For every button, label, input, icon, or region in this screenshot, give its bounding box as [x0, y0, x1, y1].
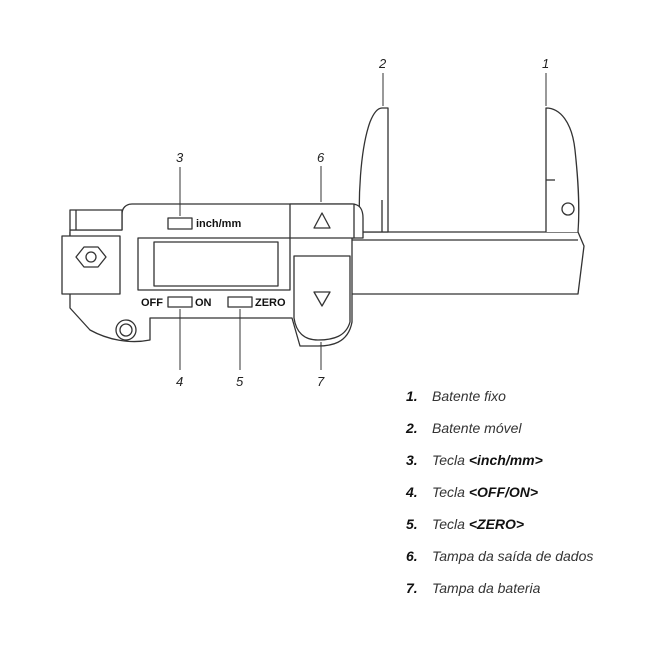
legend-item: 7. Tampa da bateria — [406, 576, 593, 608]
legend-item: 5. Tecla <ZERO> — [406, 512, 593, 544]
legend-number: 1. — [406, 388, 418, 404]
callout-7: 7 — [317, 374, 325, 389]
legend-key: <inch/mm> — [468, 452, 543, 468]
callout-3: 3 — [176, 150, 184, 165]
legend-key: <ZERO> — [468, 516, 525, 532]
on-label: ON — [195, 297, 212, 309]
inch-mm-label: inch/mm — [196, 218, 241, 230]
callout-2: 2 — [378, 56, 387, 71]
parts-legend: 1. Batente fixo 2. Batente móvel 3. Tecla <… — [406, 384, 593, 608]
zero-label: ZERO — [255, 297, 286, 309]
legend-text: Tampa da bateria — [432, 580, 541, 596]
legend-number: 7. — [406, 580, 418, 596]
movable-jaw — [358, 107, 389, 233]
legend-item: 4. Tecla <OFF/ON> — [406, 480, 593, 512]
legend-key: <OFF/ON> — [468, 484, 539, 500]
legend-text: Batente móvel — [432, 420, 522, 436]
callout-6: 6 — [317, 150, 325, 165]
legend-number: 6. — [406, 548, 418, 564]
legend-number: 2. — [406, 420, 418, 436]
legend-text: Tecla — [432, 452, 469, 468]
callout-5: 5 — [236, 374, 244, 389]
inch-mm-button[interactable] — [167, 217, 193, 230]
thumb-wheel-inner — [119, 323, 133, 337]
clamp-block — [69, 209, 123, 231]
legend-item: 2. Batente móvel — [406, 416, 593, 448]
callout-4: 4 — [176, 374, 183, 389]
off-on-button[interactable] — [167, 296, 193, 308]
zero-button[interactable] — [227, 296, 253, 308]
legend-text: Tecla — [432, 516, 469, 532]
lcd-screen — [153, 241, 279, 287]
locking-screw-housing — [61, 235, 121, 295]
down-arrow-icon — [313, 291, 331, 307]
legend-item: 3. Tecla <inch/mm> — [406, 448, 593, 480]
callout-1: 1 — [542, 56, 549, 71]
legend-text: Batente fixo — [432, 388, 506, 404]
legend-number: 5. — [406, 516, 418, 532]
legend-number: 4. — [406, 484, 418, 500]
fixed-jaw — [545, 107, 580, 233]
locking-screw-center — [85, 251, 97, 263]
legend-item: 1. Batente fixo — [406, 384, 593, 416]
legend-text: Tecla — [432, 484, 469, 500]
up-arrow-icon — [313, 212, 331, 229]
legend-item: 6. Tampa da saída de dados — [406, 544, 593, 576]
legend-number: 3. — [406, 452, 418, 468]
off-label: OFF — [141, 297, 163, 309]
legend-text: Tampa da saída de dados — [432, 548, 594, 564]
fixed-jaw-screw — [561, 202, 575, 216]
